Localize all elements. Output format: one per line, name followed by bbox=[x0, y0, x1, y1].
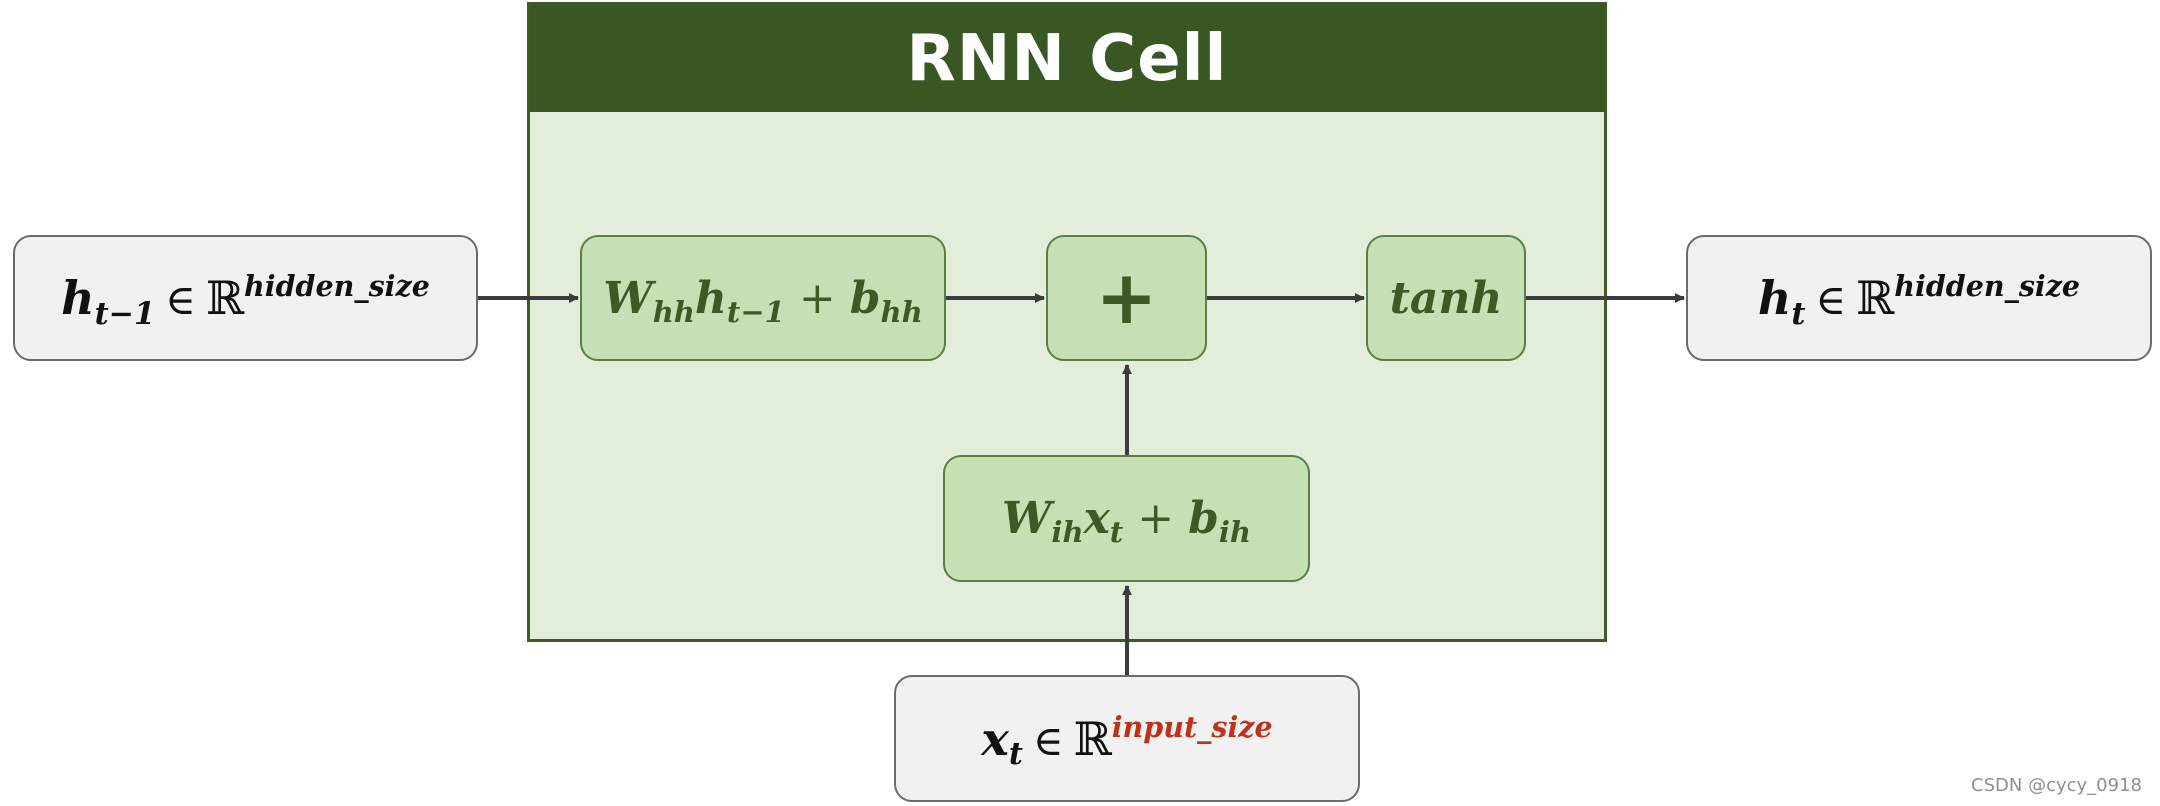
plus-icon: + bbox=[1095, 255, 1158, 341]
hidden-linear-box: Whhht−1+bhh bbox=[580, 235, 946, 361]
tanh-label: tanh bbox=[1389, 272, 1503, 324]
input-linear-expr: Wihxt+bih bbox=[1002, 493, 1251, 550]
input-expr: xt∈ℝinput_size bbox=[981, 709, 1273, 773]
rnn-cell-title: RNN Cell bbox=[906, 21, 1228, 96]
prev-hidden-state-expr: ht−1∈ℝhidden_size bbox=[61, 269, 430, 332]
input-linear-box: Wihxt+bih bbox=[943, 455, 1310, 582]
input-box: xt∈ℝinput_size bbox=[894, 675, 1360, 802]
watermark: CSDN @cycy_0918 bbox=[1971, 775, 2142, 796]
prev-hidden-state-box: ht−1∈ℝhidden_size bbox=[13, 235, 478, 361]
output-hidden-state-expr: ht∈ℝhidden_size bbox=[1757, 269, 2081, 332]
output-hidden-state-box: ht∈ℝhidden_size bbox=[1686, 235, 2152, 361]
sum-box: + bbox=[1046, 235, 1207, 361]
rnn-cell-header: RNN Cell bbox=[530, 5, 1604, 112]
tanh-box: tanh bbox=[1366, 235, 1526, 361]
hidden-linear-expr: Whhht−1+bhh bbox=[603, 272, 923, 329]
